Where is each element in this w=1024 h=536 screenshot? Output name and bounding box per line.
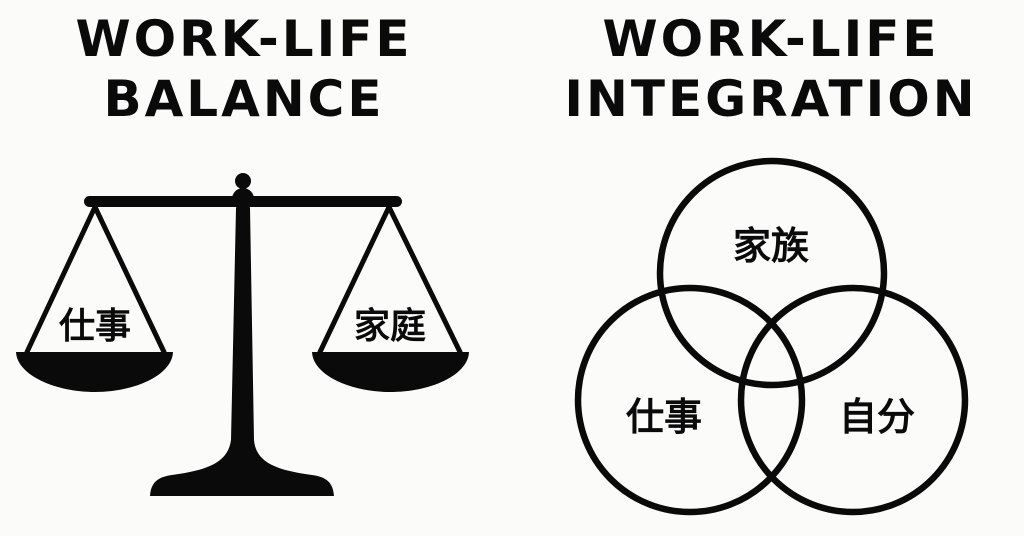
- left-pan-strings: [24, 204, 167, 355]
- scale-top-knob: [235, 173, 251, 189]
- venn-diagram-icon: [574, 157, 969, 516]
- venn-label-self: 自分: [839, 395, 915, 439]
- venn-label-family: 家族: [733, 224, 809, 268]
- scale-pivot: [232, 188, 254, 210]
- right-pan-strings: [317, 204, 463, 355]
- right-pan-label: 家庭: [354, 306, 426, 347]
- venn-circle-family: [656, 157, 888, 389]
- balance-title-line1: WORK-LIFE: [75, 10, 413, 68]
- venn-circle-work: [574, 284, 806, 516]
- venn-label-work: 仕事: [626, 395, 702, 439]
- work-life-balance-panel: WORK-LIFE BALANCE: [75, 10, 413, 128]
- right-pan-bowl: [312, 352, 469, 392]
- left-pan-bowl: [16, 352, 173, 392]
- left-pan-label: 仕事: [59, 306, 131, 347]
- balance-scale-icon: [16, 173, 469, 496]
- balance-title-line2: BALANCE: [103, 70, 385, 128]
- work-life-integration-panel: WORK-LIFE INTEGRATION: [564, 10, 978, 128]
- scale-pillar-base: [150, 208, 334, 496]
- venn-circle-self: [737, 284, 969, 516]
